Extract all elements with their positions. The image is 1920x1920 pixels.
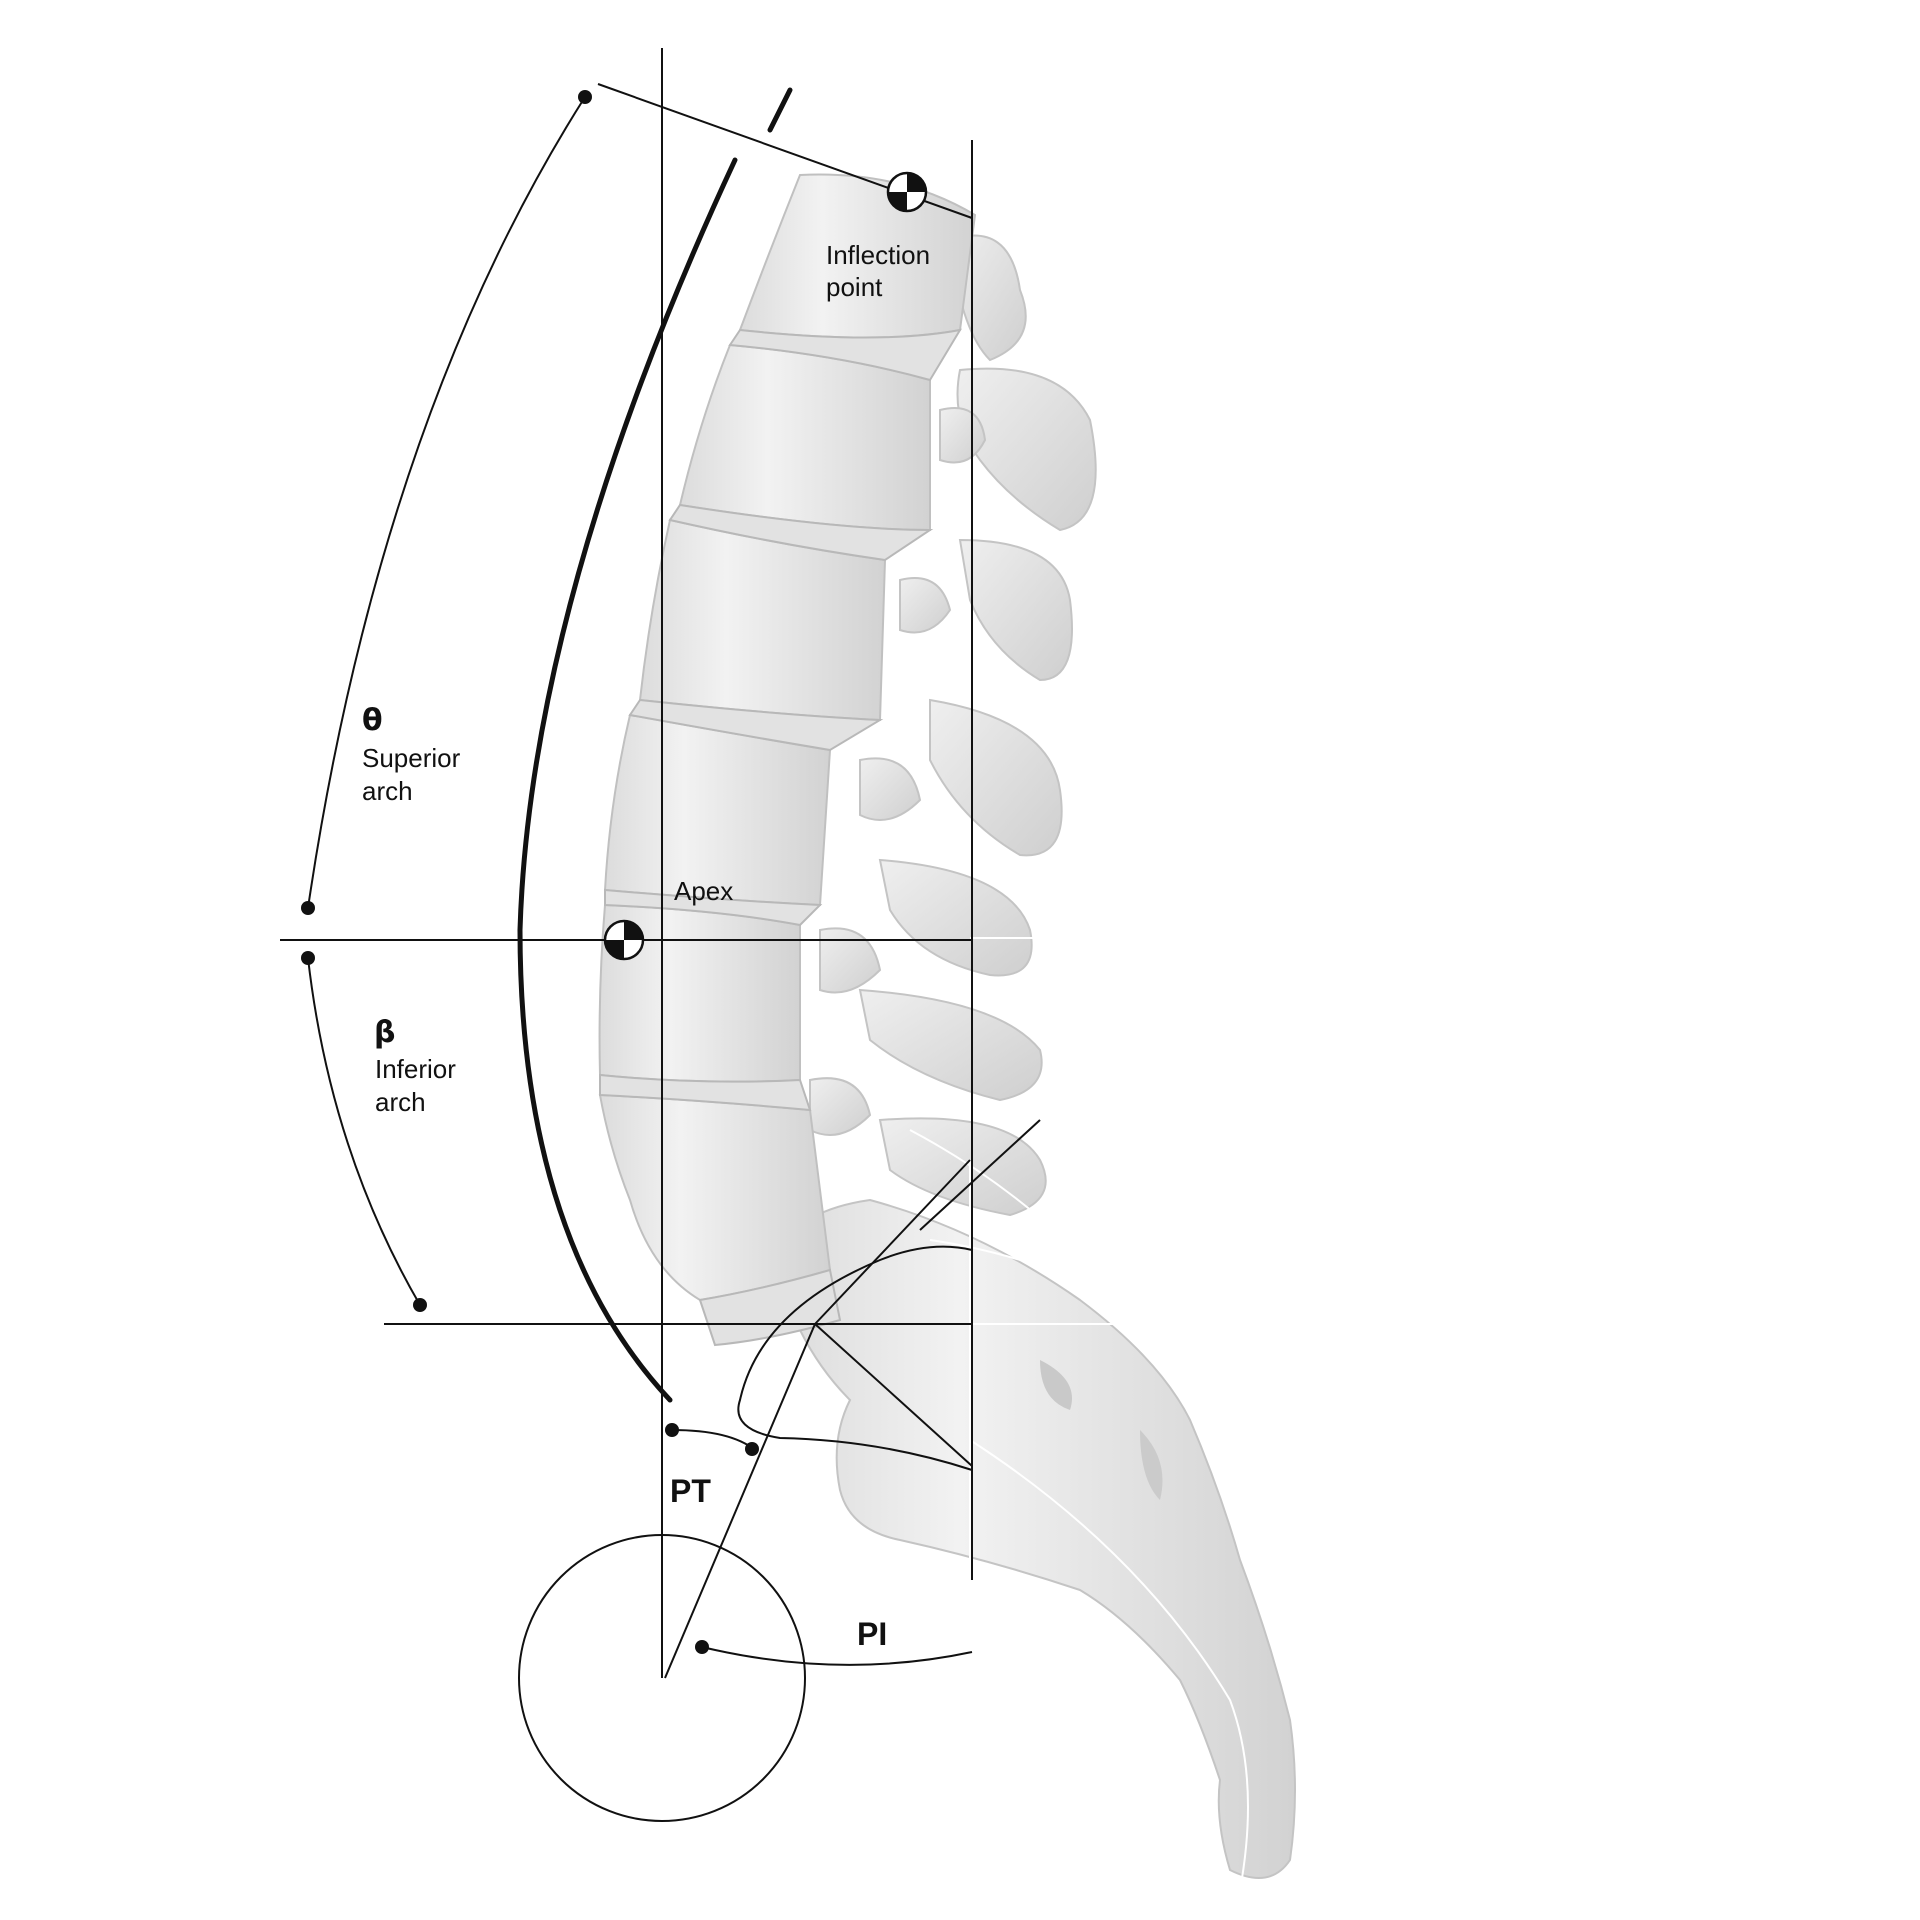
femoral-head-circle — [518, 1534, 806, 1822]
inferior-arch-label-line2: arch — [375, 1087, 426, 1117]
sacral-foramen — [1140, 1430, 1163, 1500]
pi-label: PI — [857, 1616, 887, 1652]
sacral-slope-line — [814, 1159, 971, 1325]
superior-arch-label-line1: Superior — [362, 743, 461, 773]
inferior-arch-arc — [307, 957, 421, 1306]
sacral-foramen — [1040, 1360, 1072, 1410]
pt-arc — [671, 1429, 756, 1451]
pi-line-2 — [814, 1323, 973, 1467]
measurement-lines — [280, 48, 1041, 1822]
lordosis-curve — [517, 87, 793, 1403]
beta-symbol: β — [374, 1015, 395, 1050]
center-of-mass-icon — [886, 171, 928, 213]
pi-line-1 — [664, 1323, 816, 1679]
center-of-mass-icon — [603, 919, 645, 961]
intervertebral-discs — [599, 328, 963, 1347]
inflection-label-line2: point — [826, 272, 883, 302]
inferior-arch-label-line1: Inferior — [375, 1054, 456, 1084]
lumbar-spine-illustration — [598, 173, 1296, 1879]
superior-arch-arc — [307, 96, 586, 909]
inflection-label-line1: Inflection — [826, 240, 930, 270]
pi-arc — [701, 1646, 973, 1666]
arc-endpoint-dots — [301, 90, 759, 1654]
pelvis-outline — [737, 1245, 973, 1471]
white-guide-lines — [909, 937, 1291, 1891]
sacrum — [776, 1198, 1296, 1879]
apex-label: Apex — [674, 876, 733, 906]
pt-label: PT — [670, 1473, 711, 1509]
s1-line — [919, 1119, 1041, 1231]
theta-symbol: θ — [362, 703, 383, 738]
superior-arch-label-line2: arch — [362, 776, 413, 806]
